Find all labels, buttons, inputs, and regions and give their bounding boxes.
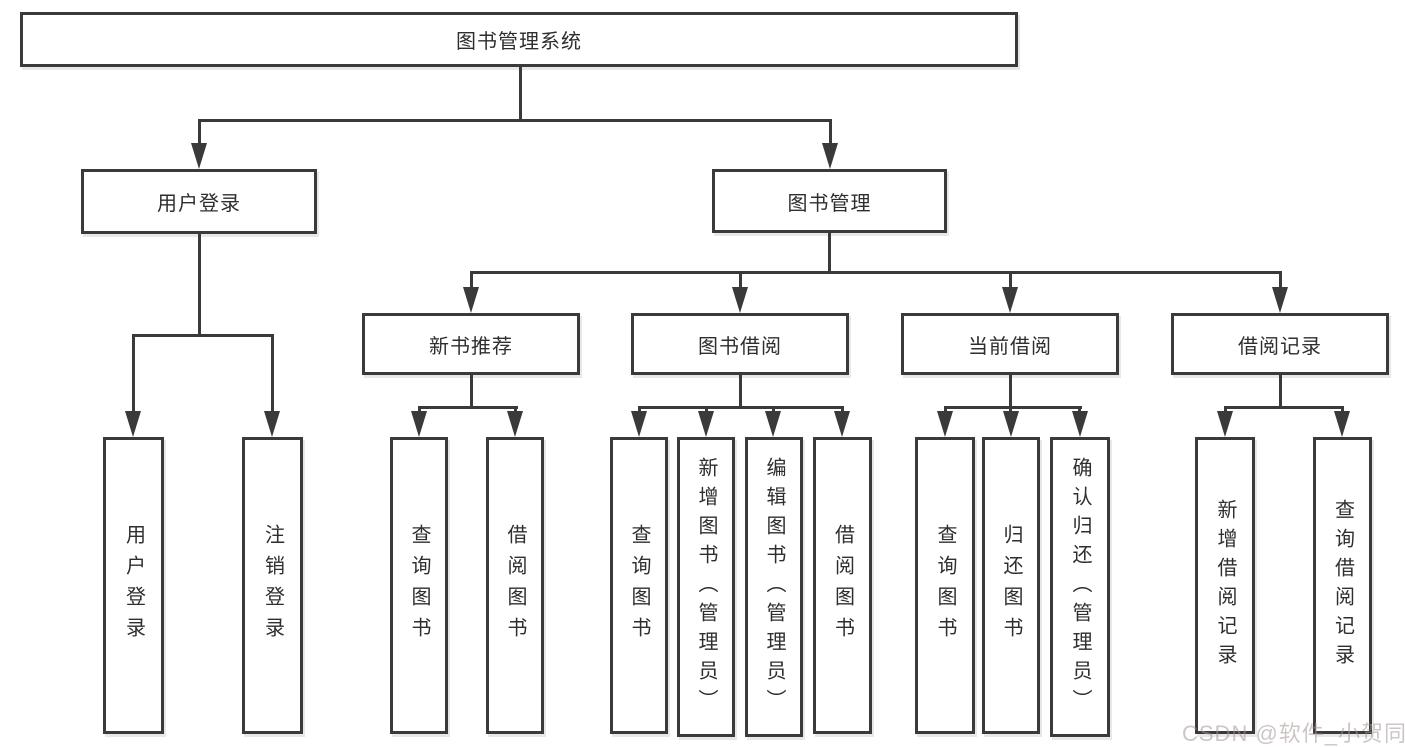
connector-line: [271, 334, 274, 413]
leaf-query-borrow-record: 查询借阅记录: [1313, 437, 1372, 734]
arrow-down-icon: [1003, 411, 1019, 437]
node-user-login-label: 用户登录: [157, 193, 241, 215]
leaf-label: 借阅图书: [504, 523, 526, 648]
connector-line: [739, 271, 742, 289]
leaf-label: 查询图书: [934, 523, 956, 648]
connector-line: [829, 119, 832, 146]
arrow-down-icon: [822, 143, 838, 169]
arrow-down-icon: [1272, 287, 1288, 313]
connector-line: [198, 119, 201, 146]
arrow-down-icon: [1002, 287, 1018, 313]
connector-line: [1009, 374, 1012, 408]
connector-line: [514, 406, 517, 414]
leaf-borrow-books-2: 借阅图书: [813, 437, 872, 734]
connector-line: [638, 406, 844, 409]
node-book-borrow: 图书借阅: [631, 313, 849, 375]
node-current-borrow: 当前借阅: [901, 313, 1119, 375]
leaf-query-books-3: 查询图书: [915, 437, 975, 734]
connector-line: [638, 406, 641, 414]
node-borrow-records: 借阅记录: [1171, 313, 1389, 375]
connector-line: [198, 119, 832, 122]
connector-line: [198, 233, 201, 336]
connector-line: [1224, 406, 1344, 409]
connector-line: [1009, 271, 1012, 289]
connector-line: [418, 406, 421, 414]
arrow-down-icon: [1217, 411, 1233, 437]
connector-line: [132, 334, 135, 413]
leaf-label: 确认归还（管理员）: [1069, 456, 1091, 718]
node-root-label: 图书管理系统: [456, 31, 582, 53]
leaf-query-books-2: 查询图书: [610, 437, 668, 734]
arrow-down-icon: [1334, 411, 1350, 437]
node-new-books: 新书推荐: [362, 313, 580, 375]
node-new-books-label: 新书推荐: [429, 335, 513, 358]
arrow-down-icon: [463, 287, 479, 313]
arrow-down-icon: [937, 411, 953, 437]
connector-line: [1078, 406, 1081, 414]
node-user-login: 用户登录: [81, 169, 317, 234]
arrow-down-icon: [834, 411, 850, 437]
node-borrow-records-label: 借阅记录: [1238, 335, 1322, 358]
connector-line: [944, 406, 1082, 409]
leaf-user-login: 用户登录: [103, 437, 164, 734]
node-current-borrow-label: 当前借阅: [968, 335, 1052, 358]
leaf-query-books-1: 查询图书: [390, 437, 448, 734]
leaf-label: 查询图书: [408, 523, 430, 648]
watermark: CSDN @软件_小贺同学: [1182, 721, 1405, 746]
leaf-label: 查询借阅记录: [1331, 498, 1354, 673]
node-book-mgmt: 图书管理: [712, 169, 947, 233]
connector-line: [519, 67, 522, 122]
node-book-mgmt-label: 图书管理: [787, 192, 872, 215]
node-root: 图书管理系统: [20, 12, 1018, 67]
connector-line: [772, 406, 775, 414]
connector-line: [1009, 406, 1012, 414]
connector-line: [1279, 374, 1282, 408]
connector-line: [828, 232, 831, 273]
connector-line: [132, 334, 274, 337]
arrow-down-icon: [732, 287, 748, 313]
node-book-borrow-label: 图书借阅: [698, 335, 782, 358]
connector-line: [705, 406, 708, 414]
arrow-down-icon: [1072, 411, 1088, 437]
leaf-add-borrow-record: 新增借阅记录: [1195, 437, 1255, 734]
leaf-label: 新增借阅记录: [1214, 498, 1236, 673]
arrow-down-icon: [765, 411, 781, 437]
arrow-down-icon: [698, 411, 714, 437]
arrow-down-icon: [411, 411, 427, 437]
leaf-label: 编辑图书（管理员）: [763, 456, 785, 718]
connector-line: [1224, 406, 1227, 414]
connector-line: [841, 406, 844, 414]
leaf-borrow-books-1: 借阅图书: [486, 437, 544, 734]
connector-line: [470, 271, 1282, 274]
arrow-down-icon: [125, 411, 141, 437]
leaf-label: 用户登录: [122, 523, 145, 648]
connector-line: [739, 374, 742, 408]
connector-line: [1279, 271, 1282, 289]
connector-line: [470, 271, 473, 289]
leaf-logout: 注销登录: [242, 437, 303, 734]
leaf-label: 归还图书: [1000, 523, 1022, 648]
leaf-label: 借阅图书: [831, 523, 854, 648]
leaf-label: 注销登录: [261, 523, 284, 648]
leaf-label: 新增图书（管理员）: [695, 456, 717, 718]
leaf-label: 查询图书: [628, 523, 650, 648]
leaf-confirm-return-admin: 确认归还（管理员）: [1050, 437, 1110, 737]
leaf-add-books-admin: 新增图书（管理员）: [677, 437, 735, 737]
arrow-down-icon: [191, 143, 207, 169]
connector-line: [418, 406, 518, 409]
arrow-down-icon: [631, 411, 647, 437]
leaf-return-books: 归还图书: [982, 437, 1040, 734]
leaf-edit-books-admin: 编辑图书（管理员）: [745, 437, 803, 737]
arrow-down-icon: [264, 411, 280, 437]
connector-line: [470, 374, 473, 408]
connector-line: [1341, 406, 1344, 414]
arrow-down-icon: [507, 411, 523, 437]
connector-line: [944, 406, 947, 414]
